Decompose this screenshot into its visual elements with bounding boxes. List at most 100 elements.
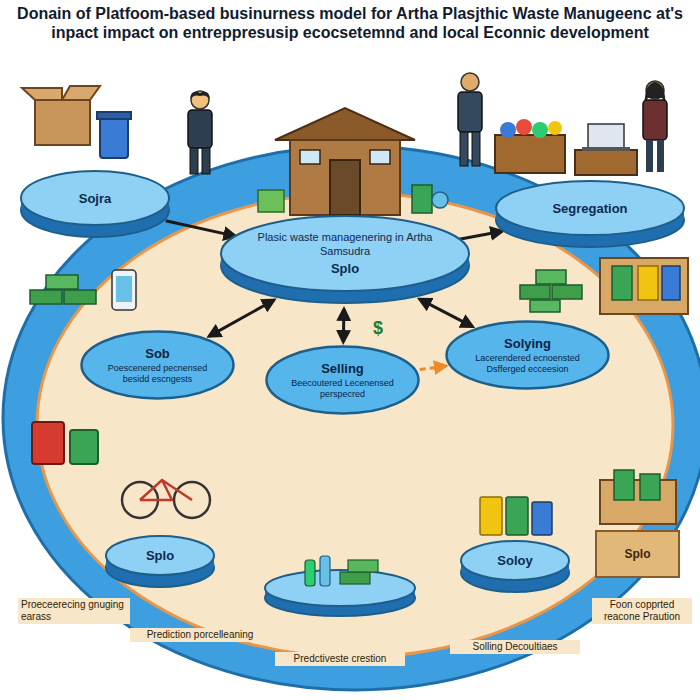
product-platform [265,556,415,616]
bubble-outline [447,322,609,389]
waste-center-building [412,185,432,213]
waste-bin [97,112,131,158]
sorting-cart [516,119,532,135]
flow-arrow [459,231,502,239]
bicycle [122,480,210,518]
node-text: Poescenered pecnensed besidd escngests [103,363,212,385]
recycling-crate [600,480,676,524]
waste-bin [480,497,552,535]
cash-pile [552,285,582,299]
person-figure [458,73,482,166]
platform-top [106,536,214,575]
node-heading: Sob [145,346,170,361]
currency-sign: $ [370,318,386,340]
product-platform [305,560,315,586]
cash-pile [116,276,132,302]
person-figure [460,132,468,166]
node-text-holder: SobPoescenered pecnensed besidd escngest… [103,330,212,400]
node-text: Lacerendered ecnoensted Dsfferged eccees… [470,353,585,375]
waste-center-building [432,192,448,208]
node-heading: Splo [146,548,174,563]
waste-center-building [258,190,284,212]
node-text: Beecoutered Lecenensed perspecred [288,378,397,400]
product-platform [340,572,370,584]
process-bubble: SobPoescenered pecnensed besidd escngest… [80,330,235,400]
sorting-cart [500,122,516,138]
waste-bin [532,502,552,535]
bicycle [140,480,192,500]
waste-bin [32,422,64,464]
person-figure [461,73,479,91]
recycling-crate [600,470,676,524]
ecosystem-ground [3,146,700,690]
process-bubble: SolyingLacerendered ecnoensted Dsfferged… [445,320,610,390]
person-figure [646,140,653,172]
ecosystem-ground [3,146,700,690]
sorting-cart [495,135,565,173]
node-text-holder: SolyingLacerendered ecnoensted Dsfferged… [470,320,585,390]
waste-center-building [370,150,390,164]
stage-label: Prediction porcelleaning [130,628,270,642]
waste-bin [32,422,98,464]
node-text-holder: Splo [599,530,676,578]
waste-bin [70,430,98,464]
cash-pile [520,285,550,299]
waste-bin [97,112,131,119]
person-figure [202,148,210,174]
flow-arrow [420,299,473,326]
laptop-desk [575,124,637,175]
crate-box: Splo [595,530,680,578]
cash-pile [30,290,62,304]
stage-label: Foon copprted reacone Praution [592,598,692,624]
node-text-holder: SellingBeecoutered Lecenensed perspecred [288,345,397,415]
flow-arrow [166,221,236,236]
stage-label: Proeceerecing gnuging earass [18,598,130,624]
recycling-crate [600,258,688,314]
product-platform [320,556,330,586]
flow-arrow [209,300,274,336]
sorting-cart [548,121,562,135]
box-outline [596,531,679,577]
waste-bin [506,497,528,535]
bubble-outline [267,347,419,414]
process-bubble: SellingBeecoutered Lecenensed perspecred [265,345,420,415]
cash-pile [46,275,78,289]
cardboard-box [22,86,100,145]
person-figure [188,91,212,174]
node-heading: Solying [504,336,551,351]
node-text-holder: Plasic waste managenering in Artha Samsu… [255,215,435,292]
platform-top [21,171,169,225]
cash-pile [520,270,582,312]
stage-platform: Soloy [460,540,570,595]
recycling-crate [614,470,634,500]
node-heading: Segregation [552,201,627,216]
waste-center-building [258,108,448,215]
sorting-cart [532,122,548,138]
person-figure [190,92,210,99]
recycling-crate [638,266,658,300]
waste-center-building [275,108,415,140]
node-text-holder: Sojra [41,170,149,226]
cash-pile [536,270,566,284]
flow-arrow [342,309,346,342]
flow-arrow [420,366,446,370]
person-figure [643,81,667,172]
cash-pile [30,270,136,310]
product-platform [265,570,415,606]
person-figure [657,140,664,172]
recycling-crate [600,258,688,314]
node-heading: Selling [321,361,364,376]
laptop-desk [582,147,630,151]
recycling-crate [662,266,680,300]
node-text-holder: Segregation [522,180,659,236]
node-heading: Sojra [79,191,112,206]
waste-bin [480,497,502,535]
person-figure [191,91,209,109]
stage-platform: Sojra [20,170,170,240]
node-text: Splo [331,261,359,276]
cardboard-box [22,88,62,100]
recycling-crate [612,266,632,300]
central-platform: Plasic waste managenering in Artha Samsu… [220,215,470,306]
